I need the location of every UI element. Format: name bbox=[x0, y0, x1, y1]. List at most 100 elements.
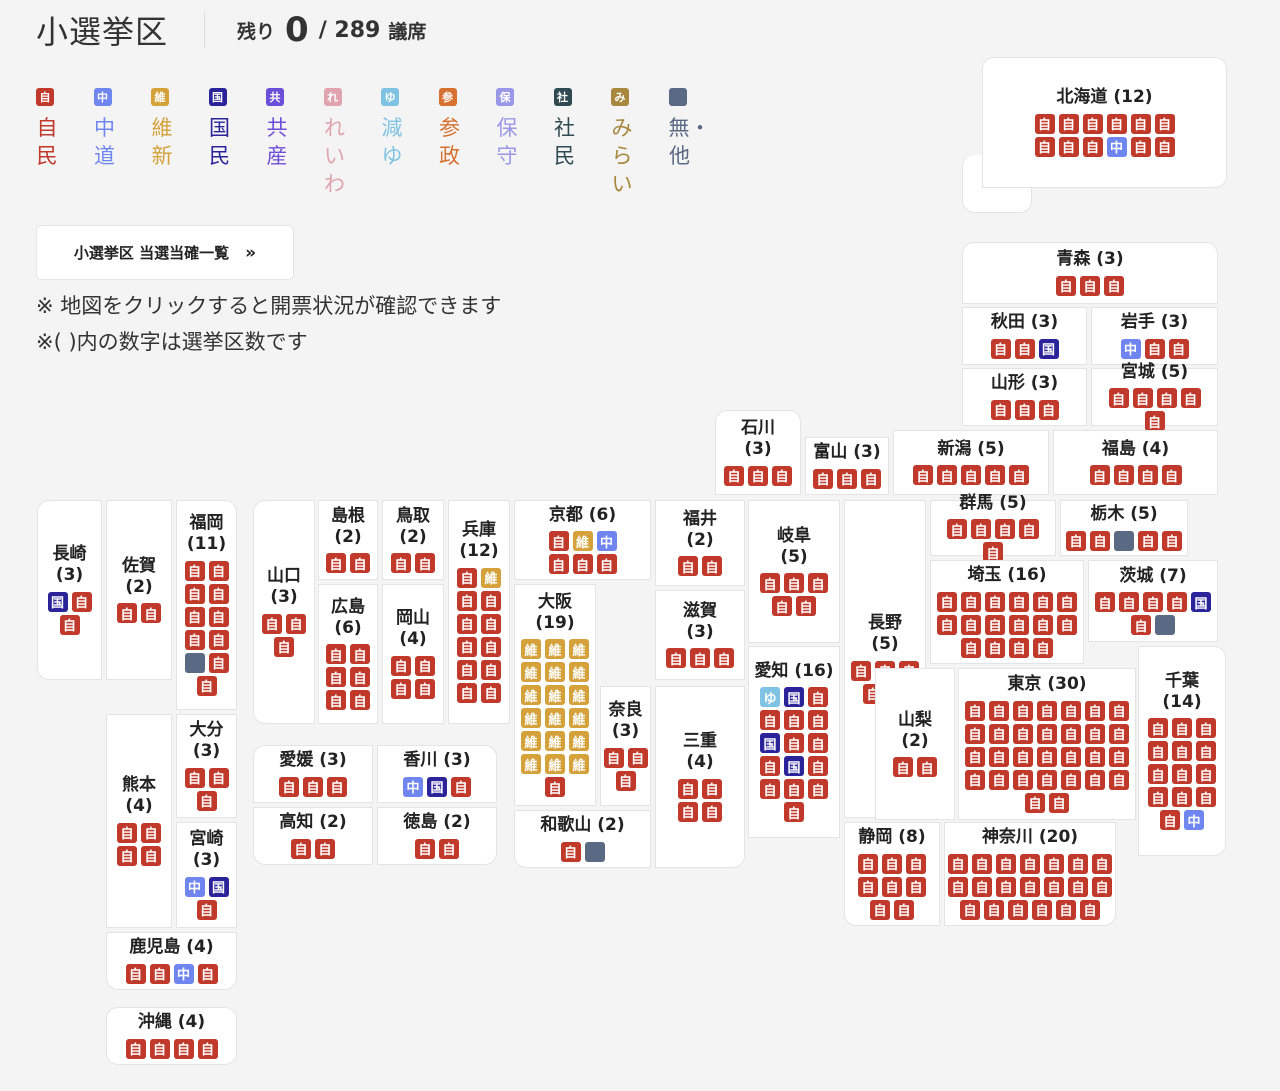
ldp-seat-badge-icon: 自 bbox=[149, 1038, 170, 1059]
prefecture-kanagawa[interactable]: 神奈川 (20)自自自自自自自自自自自自自自自自自自自自 bbox=[944, 822, 1116, 926]
ldp-seat-badge-icon: 自 bbox=[990, 399, 1011, 420]
prefecture-saitama[interactable]: 埼玉 (16)自自自自自自自自自自自自自自自自 bbox=[930, 560, 1084, 664]
ishin-seat-badge-icon: 維 bbox=[545, 708, 565, 728]
prefecture-tochigi[interactable]: 栃木 (5)自自自自 bbox=[1060, 500, 1188, 556]
prefecture-kumamoto[interactable]: 熊本(4)自自自自 bbox=[106, 714, 172, 928]
ldp-seat-badge-icon: 自 bbox=[937, 614, 957, 635]
ldp-seat-badge-icon: 自 bbox=[893, 757, 913, 777]
ldp-seat-badge-icon: 自 bbox=[1013, 746, 1033, 767]
prefecture-kagawa[interactable]: 香川 (3)中国自 bbox=[377, 745, 497, 803]
prefecture-wakayama[interactable]: 和歌山 (2)自 bbox=[514, 810, 651, 868]
ldp-seat-badge-icon: 自 bbox=[1037, 746, 1057, 767]
prefecture-mie[interactable]: 三重(4)自自自自 bbox=[655, 686, 745, 868]
prefecture-iwate[interactable]: 岩手 (3)中自自 bbox=[1091, 307, 1218, 365]
seat-list: 自維中自自自 bbox=[547, 530, 619, 576]
ldp-seat-badge-icon: 自 bbox=[1109, 769, 1129, 790]
prefecture-name: 千葉(14) bbox=[1162, 670, 1202, 712]
ldp-seat-badge-icon: 自 bbox=[1085, 769, 1105, 790]
prefecture-ishikawa[interactable]: 石川(3)自自自 bbox=[715, 410, 801, 495]
prefecture-kyoto[interactable]: 京都 (6)自維中自自自 bbox=[514, 500, 651, 580]
legend-item-sanseito: 参参政 bbox=[438, 88, 497, 198]
ldp-seat-badge-icon: 自 bbox=[184, 606, 205, 627]
prefecture-name: 北海道 (12) bbox=[1056, 87, 1153, 107]
ldp-seat-badge-icon: 自 bbox=[1044, 876, 1064, 897]
prefecture-fukushima[interactable]: 福島 (4)自自自自 bbox=[1053, 430, 1218, 495]
prefecture-name: 長野(5) bbox=[868, 613, 902, 654]
prefecture-gifu[interactable]: 岐阜(5)自自自自自 bbox=[748, 500, 840, 643]
prefecture-nagasaki[interactable]: 長崎(3) 国自自 bbox=[37, 500, 102, 680]
prefecture-niigata[interactable]: 新潟 (5)自自自自自 bbox=[893, 430, 1049, 495]
page-header: 小選挙区 残り 0 / 289 議席 bbox=[36, 8, 426, 52]
ishin-seat-badge-icon: 維 bbox=[569, 754, 589, 774]
prefecture-nara[interactable]: 奈良(3)自自自 bbox=[600, 686, 651, 806]
prefecture-shiga[interactable]: 滋賀(3)自自自 bbox=[655, 590, 745, 680]
prefecture-hokkaido[interactable]: 北海道 (12) 自自自自自自自自自中自自 bbox=[982, 57, 1227, 188]
prefecture-ibaraki[interactable]: 茨城 (7)自自自自国自 bbox=[1088, 560, 1218, 642]
prefecture-name: 長崎(3) bbox=[52, 544, 87, 585]
prefecture-aichi[interactable]: 愛知 (16)ゆ国自自自自国自自自国自自自自自 bbox=[748, 646, 840, 838]
ldp-seat-badge-icon: 自 bbox=[937, 591, 957, 612]
ldp-seat-badge-icon: 自 bbox=[808, 687, 828, 707]
prefecture-oita[interactable]: 大分(3)自自自 bbox=[176, 714, 237, 818]
seat-list: 国自自 bbox=[46, 590, 94, 636]
prefecture-fukuoka[interactable]: 福岡(11)自自自自自自自自自自 bbox=[176, 500, 237, 710]
ldp-seat-badge-icon: 自 bbox=[748, 465, 768, 486]
prefecture-ehime[interactable]: 愛媛 (3)自自自 bbox=[253, 745, 373, 803]
prefecture-gunma[interactable]: 群馬 (5)自自自自自 bbox=[930, 493, 1056, 562]
ldp-seat-badge-icon: 自 bbox=[1144, 411, 1165, 431]
ldp-seat-badge-icon: 自 bbox=[1085, 746, 1105, 767]
legend-label: 社民 bbox=[554, 116, 575, 168]
ldp-seat-badge-icon: 自 bbox=[1109, 723, 1129, 744]
dpp-seat-badge-icon: 国 bbox=[784, 687, 804, 707]
seat-list: 自自 bbox=[389, 552, 437, 575]
prefecture-shizuoka[interactable]: 静岡 (8)自自自自自自自自 bbox=[844, 822, 940, 926]
ldp-seat-badge-icon: 自 bbox=[796, 596, 816, 616]
prefecture-chiba[interactable]: 千葉(14)自自自自自自自自自自自自自中 bbox=[1138, 646, 1226, 856]
ishin-seat-badge-icon: 維 bbox=[569, 662, 589, 682]
ldp-seat-badge-icon: 自 bbox=[971, 519, 991, 539]
prefecture-kagoshima[interactable]: 鹿児島 (4)自自中自 bbox=[106, 932, 237, 990]
dpp-seat-badge-icon: 国 bbox=[784, 756, 804, 776]
ldp-seat-badge-icon: 自 bbox=[1143, 592, 1163, 612]
map-click-note: ※ 地図をクリックすると開票状況が確認できます bbox=[36, 294, 502, 318]
prefecture-tokushima[interactable]: 徳島 (2)自自 bbox=[377, 807, 497, 865]
prefecture-saga[interactable]: 佐賀(2)自自 bbox=[106, 500, 172, 680]
dpp-seat-badge-icon: 国 bbox=[1191, 592, 1211, 612]
prefecture-miyagi[interactable]: 宮城 (5)自自自自自 bbox=[1091, 362, 1218, 431]
ldp-seat-badge-icon: 自 bbox=[196, 790, 217, 811]
prefecture-toyama[interactable]: 富山 (3)自自自 bbox=[805, 437, 889, 495]
prefecture-name: 青森 (3) bbox=[1056, 249, 1124, 269]
prefecture-name: 茨城 (7) bbox=[1119, 565, 1187, 586]
legend-label: れいわ bbox=[324, 116, 345, 196]
seat-list: 自自自自自自自自自中自自 bbox=[1033, 112, 1177, 158]
prefecture-okayama[interactable]: 岡山(4)自自自自 bbox=[382, 584, 444, 724]
prefecture-hiroshima[interactable]: 広島(6)自自自自自自 bbox=[318, 584, 378, 724]
prefecture-miyazaki[interactable]: 宮崎(3)中国自 bbox=[176, 822, 237, 928]
prefecture-tokyo[interactable]: 東京 (30)自自自自自自自自自自自自自自自自自自自自自自自自自自自自自自 bbox=[958, 668, 1136, 820]
prefecture-shimane[interactable]: 島根(2)自自 bbox=[318, 500, 378, 580]
prefecture-name: 福岡(11) bbox=[186, 513, 227, 554]
prefecture-okinawa[interactable]: 沖縄 (4)自自自自 bbox=[106, 1007, 237, 1065]
prefecture-aomori[interactable]: 青森 (3)自自自 bbox=[962, 242, 1218, 304]
seat-list: 自自中自 bbox=[124, 962, 220, 985]
prefecture-name: 愛知 (16) bbox=[754, 660, 834, 681]
winners-list-button[interactable]: 小選挙区 当選当確一覧 » bbox=[36, 225, 294, 280]
ldp-seat-badge-icon: 自 bbox=[1148, 718, 1168, 738]
prefecture-yamaguchi[interactable]: 山口(3)自自自 bbox=[253, 500, 315, 724]
ldp-seat-badge-icon: 自 bbox=[1025, 792, 1045, 813]
ldp-seat-badge-icon: 自 bbox=[1061, 700, 1081, 721]
prefecture-tottori[interactable]: 鳥取(2)自自 bbox=[382, 500, 444, 580]
prefecture-name: 山口(3) bbox=[267, 566, 301, 607]
legend-label: 自民 bbox=[36, 116, 58, 168]
prefecture-akita[interactable]: 秋田 (3)自自国 bbox=[962, 307, 1087, 365]
ldp-seat-badge-icon: 自 bbox=[1092, 853, 1112, 874]
prefecture-fukui[interactable]: 福井(2)自自 bbox=[655, 500, 745, 586]
ldp-seat-badge-icon: 自 bbox=[906, 853, 926, 874]
remaining-count: 0 bbox=[285, 10, 309, 50]
prefecture-hyogo[interactable]: 兵庫(12)自維自自自自自自自自自自 bbox=[448, 500, 510, 724]
ldp-seat-badge-icon: 自 bbox=[965, 700, 985, 721]
prefecture-yamagata[interactable]: 山形 (3)自自自 bbox=[962, 368, 1087, 426]
prefecture-osaka[interactable]: 大阪(19)維維維維維維維維維維維維維維維維維維自 bbox=[514, 584, 596, 806]
prefecture-yamanashi[interactable]: 山梨(2)自自 bbox=[875, 668, 955, 820]
prefecture-kochi[interactable]: 高知 (2)自自 bbox=[253, 807, 373, 865]
